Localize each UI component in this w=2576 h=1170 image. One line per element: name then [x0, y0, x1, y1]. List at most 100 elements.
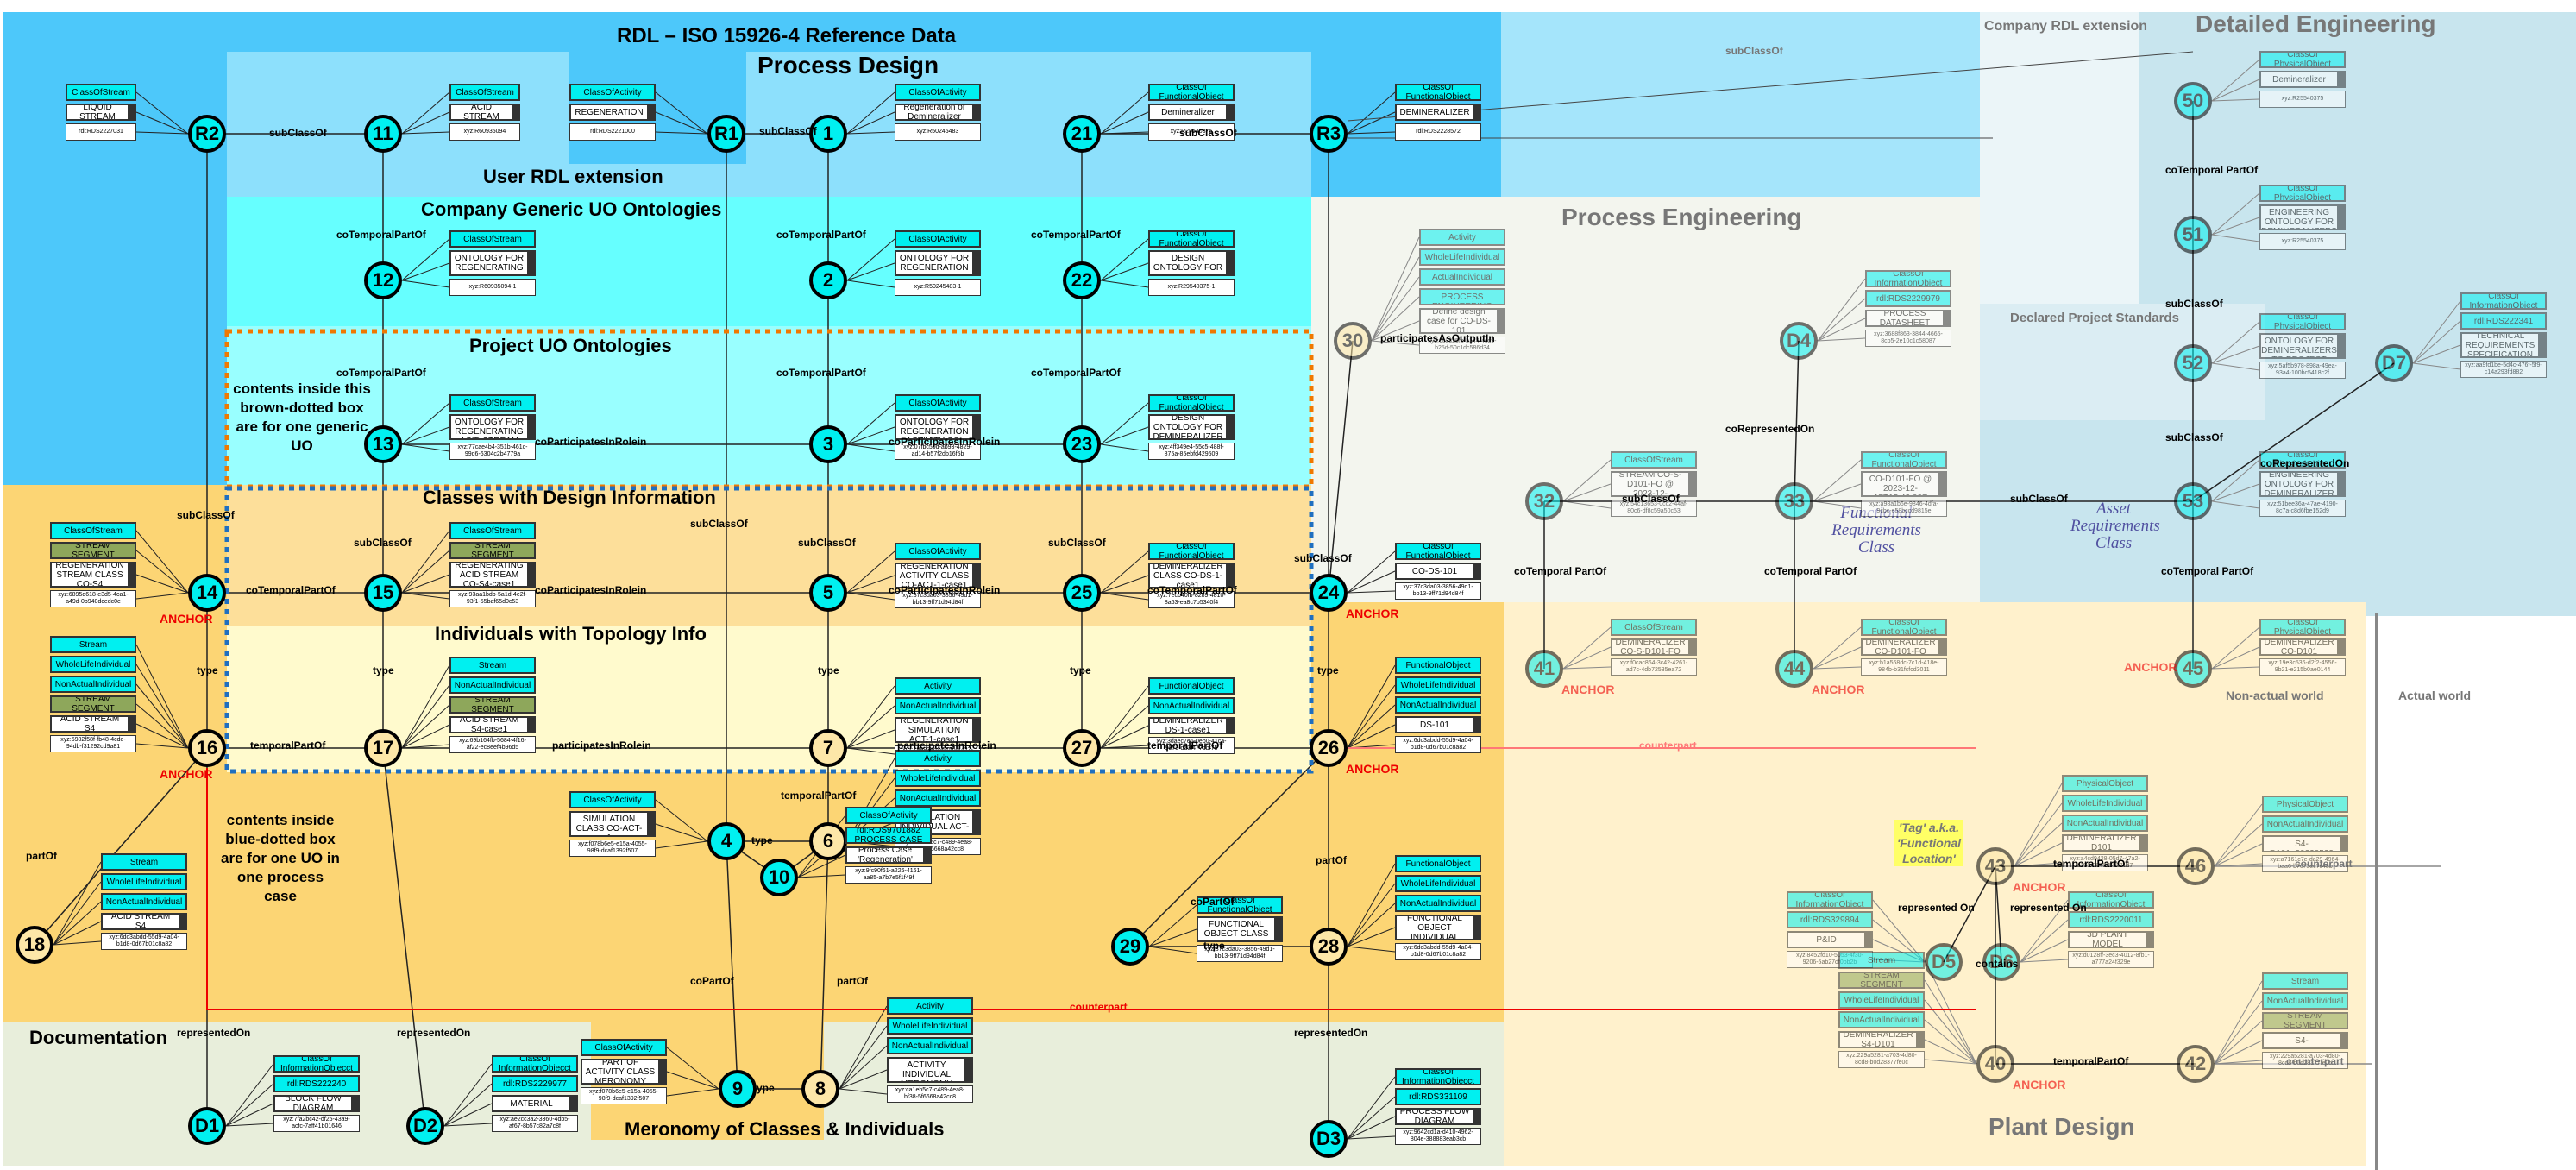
note-tag: 'Tag' a.k.a. 'Functional Location' — [1894, 820, 1963, 866]
node-R2[interactable]: R2 — [188, 115, 226, 153]
id-box-21: xyz:R29540375 — [1148, 123, 1235, 141]
edge-label-subClassOf: subClassOf — [1048, 537, 1106, 549]
node-7[interactable]: 7 — [809, 729, 847, 767]
node-30[interactable]: 30 — [1334, 322, 1372, 360]
label-box-44: DEMINERALIZER CO-D101-FO — [1861, 638, 1947, 656]
node-52[interactable]: 52 — [2174, 344, 2212, 382]
edge-label-type: type — [197, 664, 218, 676]
node-8[interactable]: 8 — [801, 1070, 839, 1108]
edge-label-counterpart: counterpart — [1070, 1001, 1128, 1013]
id-box-1: xyz:R50245483 — [895, 123, 981, 141]
node-14[interactable]: 14 — [188, 574, 226, 612]
node-27[interactable]: 27 — [1063, 729, 1101, 767]
node-2[interactable]: 2 — [809, 261, 847, 299]
node-D7[interactable]: D7 — [2375, 344, 2413, 382]
type-box-40: Stream — [1838, 952, 1925, 969]
node-44[interactable]: 44 — [1775, 650, 1813, 688]
node-41[interactable]: 41 — [1525, 650, 1563, 688]
node-29[interactable]: 29 — [1111, 928, 1149, 966]
node-9[interactable]: 9 — [719, 1070, 757, 1108]
node-D1[interactable]: D1 — [188, 1107, 226, 1145]
label-box-32: DEMINERALIZER STREAM CO-S-D101-FO @ 2023… — [1611, 471, 1697, 497]
node-D3[interactable]: D3 — [1310, 1120, 1348, 1158]
title-individuals: Individuals with Topology Info — [435, 623, 707, 645]
type-box-17: Stream — [449, 657, 536, 674]
node-26[interactable]: 26 — [1310, 729, 1348, 767]
node-11[interactable]: 11 — [364, 115, 402, 153]
type-box-18: Stream — [101, 853, 187, 871]
node-D5[interactable]: D5 — [1925, 943, 1963, 981]
node-D2[interactable]: D2 — [406, 1107, 444, 1145]
node-21[interactable]: 21 — [1063, 115, 1101, 153]
node-46[interactable]: 46 — [2177, 847, 2215, 885]
node-10[interactable]: 10 — [760, 859, 798, 896]
edge-label-subClassOf: subClassOf — [354, 537, 412, 549]
title-company-generic: Company Generic UO Ontologies — [421, 198, 722, 220]
title-rdl: RDL – ISO 15926-4 Reference Data — [617, 24, 957, 47]
edge-label-coRepresentedOn: coRepresentedOn — [1725, 423, 1815, 435]
node-1[interactable]: 1 — [809, 115, 847, 153]
node-53[interactable]: 53 — [2174, 482, 2212, 520]
node-17[interactable]: 17 — [364, 729, 402, 767]
type-box-15: ClassOfStream — [449, 522, 536, 539]
edge-label-type: type — [1317, 664, 1339, 676]
edge-label-subClassOf: subClassOf — [1725, 45, 1783, 57]
node-51[interactable]: 51 — [2174, 216, 2212, 254]
node-33[interactable]: 33 — [1775, 482, 1813, 520]
label-box-R1: REGENERATION — [569, 104, 656, 121]
id-box-8: xyz:ca1eb5c7-c489-4ea8-bf38-5f6668a42cc8 — [887, 1085, 973, 1103]
note-blue-box: contents inside blue-dotted box are for … — [221, 812, 340, 904]
node-D6[interactable]: D6 — [1982, 943, 2020, 981]
node-R1[interactable]: R1 — [707, 115, 745, 153]
type-box-D6: ClassOf InformationObject — [2068, 891, 2154, 909]
node-45[interactable]: 45 — [2174, 650, 2212, 688]
edge-label-subClassOf: subClassOf — [2165, 431, 2223, 443]
label-box-5: REGENERATION ACTIVITY CLASS CO-ACT-1-cas… — [895, 563, 981, 588]
edge-label-participatesAsOutputIn: participatesAsOutputIn — [1380, 332, 1495, 344]
node-42[interactable]: 42 — [2177, 1045, 2215, 1083]
node-13[interactable]: 13 — [364, 425, 402, 463]
type-box-D3: rdl:RDS331109 — [1395, 1088, 1481, 1105]
id-box-25: xyz:7ecb40fb-8289-4810-8a63-ea8c7b5340f4 — [1148, 591, 1235, 608]
node-28[interactable]: 28 — [1310, 928, 1348, 966]
node-43[interactable]: 43 — [1976, 847, 2014, 885]
node-R3[interactable]: R3 — [1310, 115, 1348, 153]
node-25[interactable]: 25 — [1063, 574, 1101, 612]
node-6[interactable]: 6 — [809, 822, 847, 860]
type-box-4: ClassOfActivity — [569, 791, 656, 808]
node-18[interactable]: 18 — [16, 926, 53, 964]
edge-label-contains: contains — [1976, 958, 2019, 970]
id-box-14: xyz:6895d618-e3d5-4ca1-a49d-0b940dcedc0e — [50, 590, 136, 607]
label-box-18: ACID STREAM S4 — [101, 913, 187, 930]
node-50[interactable]: 50 — [2174, 82, 2212, 120]
type-box-24: ClassOf FunctionalObject — [1395, 543, 1481, 560]
node-D4[interactable]: D4 — [1780, 322, 1818, 360]
edge-label-coTemporalPartOf: coTemporalPartOf — [1031, 367, 1121, 379]
type-box-17: STREAM SEGMENT — [449, 696, 536, 714]
type-box-13: ClassOfStream — [449, 394, 536, 412]
node-5[interactable]: 5 — [809, 574, 847, 612]
type-box-23: ClassOf FunctionalObject — [1148, 394, 1235, 412]
node-12[interactable]: 12 — [364, 261, 402, 299]
type-box-D5: rdl:RDS329894 — [1787, 911, 1873, 928]
node-3[interactable]: 3 — [809, 425, 847, 463]
edge-label-temporalPartOf: temporalPartOf — [250, 739, 326, 752]
node-24[interactable]: 24 — [1310, 574, 1348, 612]
edge-label-participatesInRolein: participatesInRolein — [897, 739, 996, 752]
region-rdl-right — [1501, 12, 1980, 197]
node-32[interactable]: 32 — [1525, 482, 1563, 520]
node-4[interactable]: 4 — [707, 822, 745, 860]
id-box-52: xyz:5af5b978-898a-49ea-93a4-100bc5418c2f — [2259, 362, 2346, 379]
label-box-D4: PROCESS DATASHEET — [1865, 310, 1951, 327]
node-16[interactable]: 16 — [188, 729, 226, 767]
node-15[interactable]: 15 — [364, 574, 402, 612]
node-23[interactable]: 23 — [1063, 425, 1101, 463]
edge-label-counterpart: counterpart — [2295, 858, 2353, 870]
label-box-30: Define design case for CO-DS-101 — [1419, 308, 1505, 334]
node-22[interactable]: 22 — [1063, 261, 1101, 299]
type-box-R3: ClassOf FunctionalObject — [1395, 84, 1481, 101]
type-box-17: NonActualIndividual — [449, 676, 536, 694]
edge-label-coTemporal_PartOf: coTemporal PartOf — [2165, 164, 2259, 176]
node-40[interactable]: 40 — [1976, 1045, 2014, 1083]
id-box-16: xyz:5982f58f-fb48-4cde-94db-f31292cd9a81 — [50, 735, 136, 752]
